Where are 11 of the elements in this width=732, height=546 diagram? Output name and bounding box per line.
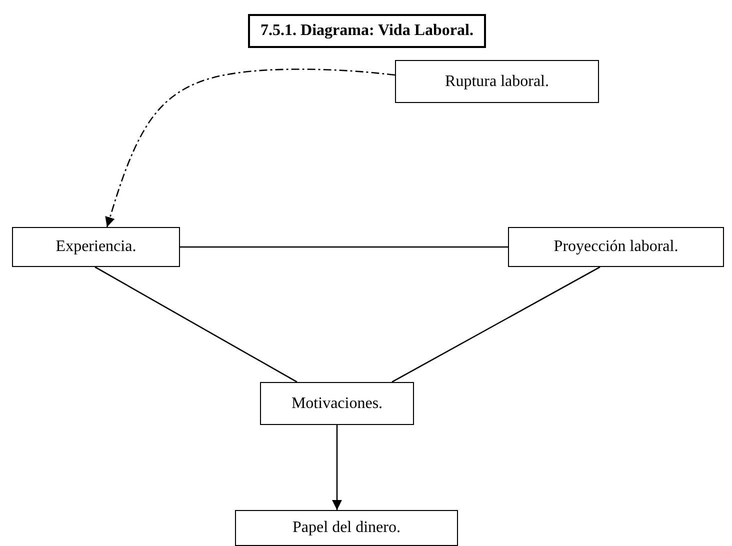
connector-line xyxy=(332,425,342,510)
text-box: Motivaciones. xyxy=(260,382,414,425)
title-box: 7.5.1. Diagrama: Vida Laboral. xyxy=(248,14,486,48)
connector-line xyxy=(392,266,600,383)
text-box: Papel del dinero. xyxy=(235,510,458,546)
connector-line xyxy=(94,266,298,383)
text-box: Ruptura laboral. xyxy=(395,60,599,103)
connector-line xyxy=(180,246,508,248)
connector-line xyxy=(105,68,396,228)
text-box: Proyección laboral. xyxy=(508,227,724,267)
text-box: Experiencia. xyxy=(12,227,180,267)
